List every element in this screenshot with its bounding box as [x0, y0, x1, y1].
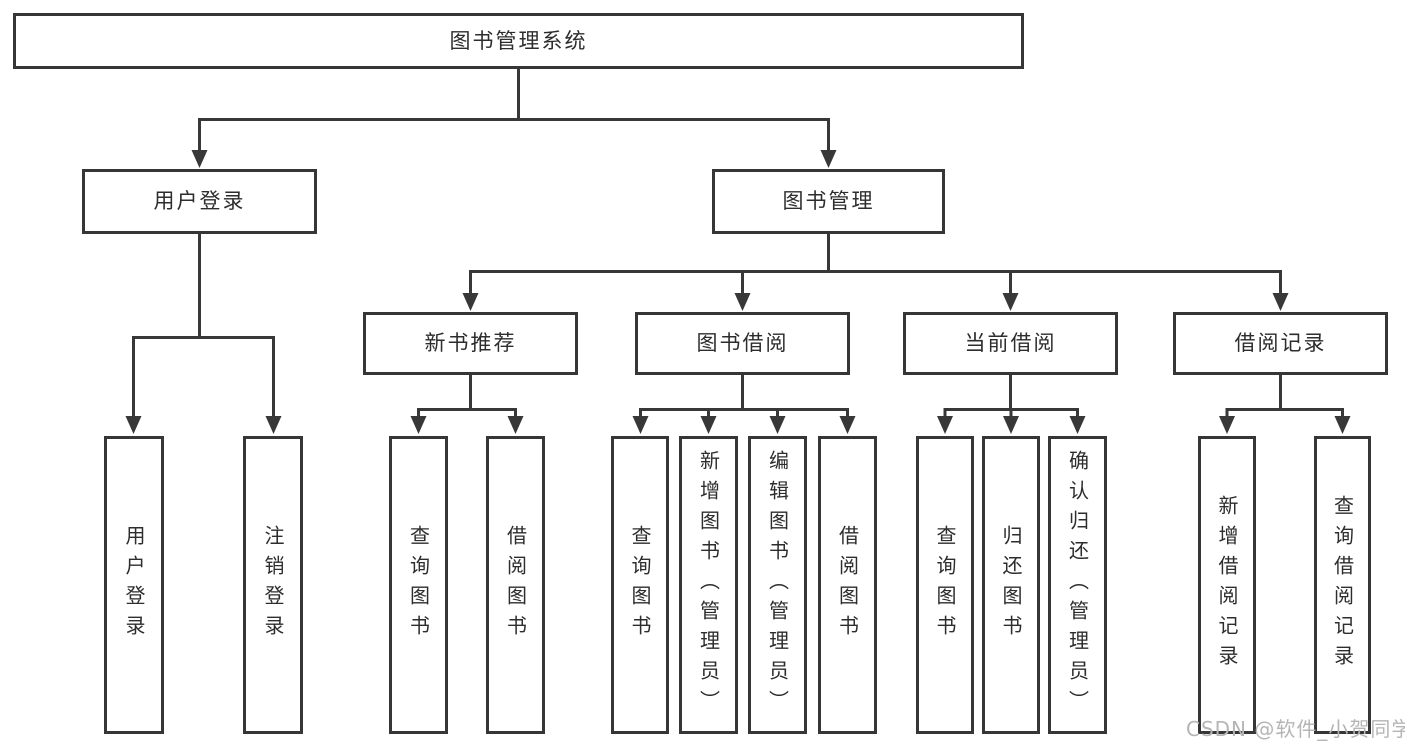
leaf-query-borrow-record: 查询借阅记录	[1314, 436, 1371, 734]
leaf-add-borrow-record: 新增借阅记录	[1198, 436, 1256, 734]
node-label: 新书推荐	[424, 331, 517, 355]
node-label: 查询图书	[628, 525, 652, 645]
node-label: 借阅图书	[503, 525, 528, 645]
node-book-borrow: 图书借阅	[635, 312, 850, 375]
csdn-watermark: CSDN @软件_小贺同学	[1186, 717, 1405, 741]
leaf-confirm-return-admin: 确认归还（管理员）	[1048, 436, 1107, 734]
node-label: 查询借阅记录	[1330, 495, 1355, 675]
node-new-book-recommend: 新书推荐	[363, 312, 578, 375]
leaf-borrow-books-recommend: 借阅图书	[486, 436, 545, 734]
node-label: 归还图书	[999, 525, 1023, 645]
node-borrow-records: 借阅记录	[1173, 312, 1388, 375]
leaf-logout: 注销登录	[243, 436, 303, 734]
node-label: 确认归还（管理员）	[1065, 450, 1090, 720]
leaf-query-books-recommend: 查询图书	[389, 436, 448, 734]
node-label: 注销登录	[261, 525, 285, 645]
leaf-query-books-current: 查询图书	[916, 436, 974, 734]
node-label: 编辑图书（管理员）	[765, 450, 790, 720]
node-label: 借阅图书	[835, 525, 860, 645]
leaf-add-book-admin: 新增图书（管理员）	[679, 436, 738, 734]
node-system-root: 图书管理系统	[13, 13, 1024, 69]
node-current-borrow: 当前借阅	[903, 312, 1118, 375]
node-book-management: 图书管理	[712, 169, 945, 234]
node-label: 图书管理	[782, 189, 875, 213]
node-label: 图书管理系统	[449, 28, 588, 53]
leaf-borrow-books: 借阅图书	[818, 436, 877, 734]
leaf-edit-book-admin: 编辑图书（管理员）	[748, 436, 807, 734]
node-label: 图书借阅	[696, 331, 789, 355]
node-user-login: 用户登录	[82, 169, 317, 234]
leaf-user-login: 用户登录	[104, 436, 164, 734]
node-label: 新增借阅记录	[1215, 495, 1239, 675]
node-label: 借阅记录	[1234, 331, 1327, 355]
leaf-query-books-borrow: 查询图书	[611, 436, 669, 734]
node-label: 当前借阅	[964, 331, 1057, 355]
node-label: 用户登录	[122, 525, 146, 645]
node-label: 用户登录	[153, 189, 246, 213]
node-label: 查询图书	[933, 525, 957, 645]
node-label: 新增图书（管理员）	[696, 450, 721, 720]
node-label: 查询图书	[406, 525, 431, 645]
leaf-return-book: 归还图书	[982, 436, 1040, 734]
